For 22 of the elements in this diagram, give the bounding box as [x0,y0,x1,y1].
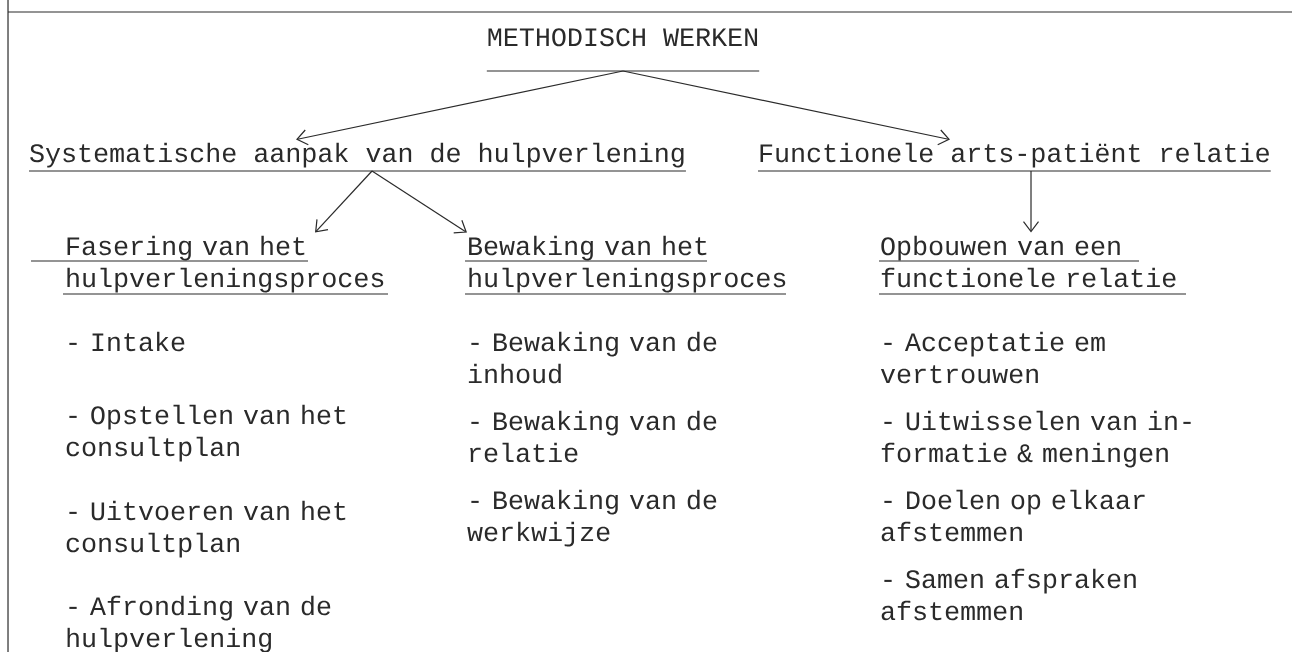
arrow [315,170,373,233]
arrow [371,170,467,234]
list-item: - Bewaking van de relatie [470,410,717,463]
underlined-heading: Opbouwen van een functionele relatie [878,235,1187,295]
list-item: - Intake [69,331,185,352]
underlined-heading: Fasering van het hulpverleningsproces [30,235,389,295]
list-item: - Uitwisselen van in- formatie & meningen [881,410,1191,468]
arrow [1022,170,1040,233]
list-item: - Doelen op elkaar afstemmen [881,489,1145,542]
list-item: - Opstellen van het consultplan [66,404,346,462]
arrow [296,70,624,146]
underlined-heading: Systematische aanpak van de hulpverlening [28,142,687,172]
underlined-heading: Bewaking van het hulpverleningsproces [464,235,787,295]
list-item: - Afronding van de hulpverlening [67,595,331,652]
arrow [622,70,950,146]
list-item: - Bewaking van de inhoud [468,331,717,384]
heading: METHODISCH WERKEN [486,28,760,72]
underlined-heading: Functionele arts-patiënt relatie [757,142,1272,172]
list-item: - Samen afspraken afstemmen [881,568,1136,621]
list-item: - Uitvoeren van het consultplan [66,500,346,558]
list-item: - Acceptatie em vertrouwen [880,331,1105,384]
list-item: - Bewaking van de werkwijze [467,489,717,547]
